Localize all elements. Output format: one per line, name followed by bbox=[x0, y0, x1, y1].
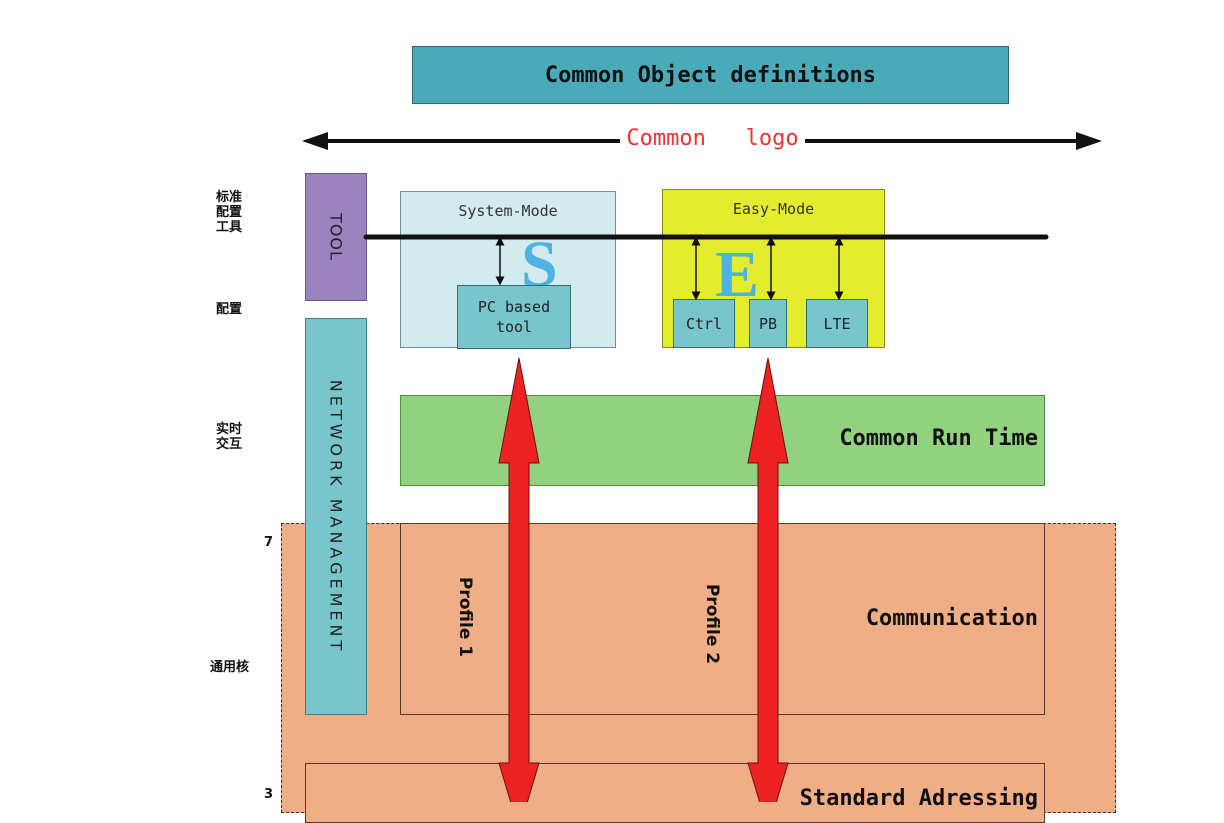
layer-3-label: 3 bbox=[264, 787, 274, 802]
profile-1-label: Profile 1 bbox=[455, 576, 475, 658]
label-standard-config-tool: 标准 配置 工具 bbox=[216, 190, 243, 235]
profile-2-label: Profile 2 bbox=[702, 583, 722, 665]
label-realtime-interaction: 实时 交互 bbox=[216, 422, 243, 452]
profile-2-arrow bbox=[747, 357, 789, 802]
system-mode-box: System-Mode S PC based tool bbox=[400, 191, 616, 349]
common-object-definitions-box: Common Object definitions bbox=[412, 46, 1009, 104]
ctrl-module: Ctrl bbox=[673, 299, 735, 348]
label-config: 配置 bbox=[216, 302, 243, 317]
easy-mode-title: Easy-Mode bbox=[732, 200, 815, 218]
label-general-core: 通用核 bbox=[210, 660, 250, 675]
tool-box: TOOL bbox=[305, 173, 367, 301]
pb-module: PB bbox=[749, 299, 787, 348]
easy-mode-letter: E bbox=[715, 238, 760, 311]
common-logo-label: Common logo bbox=[620, 125, 805, 153]
runtime-label: Common Run Time bbox=[839, 426, 1038, 451]
communication-label: Communication bbox=[865, 606, 1038, 631]
lte-module: LTE bbox=[806, 299, 868, 348]
communication-box: Communication bbox=[400, 523, 1045, 715]
system-mode-title: System-Mode bbox=[458, 202, 558, 220]
overlay-layer bbox=[363, 234, 1049, 802]
pc-based-tool-box: PC based tool bbox=[457, 285, 571, 349]
header-title: Common Object definitions bbox=[544, 62, 877, 88]
layer-7-label: 7 bbox=[264, 535, 274, 550]
architecture-diagram: Common Object definitions Common logo 标准… bbox=[210, 46, 1116, 823]
network-management-box: NETWORK MANAGEMENT bbox=[305, 318, 367, 715]
profile-1-arrow bbox=[498, 357, 540, 802]
